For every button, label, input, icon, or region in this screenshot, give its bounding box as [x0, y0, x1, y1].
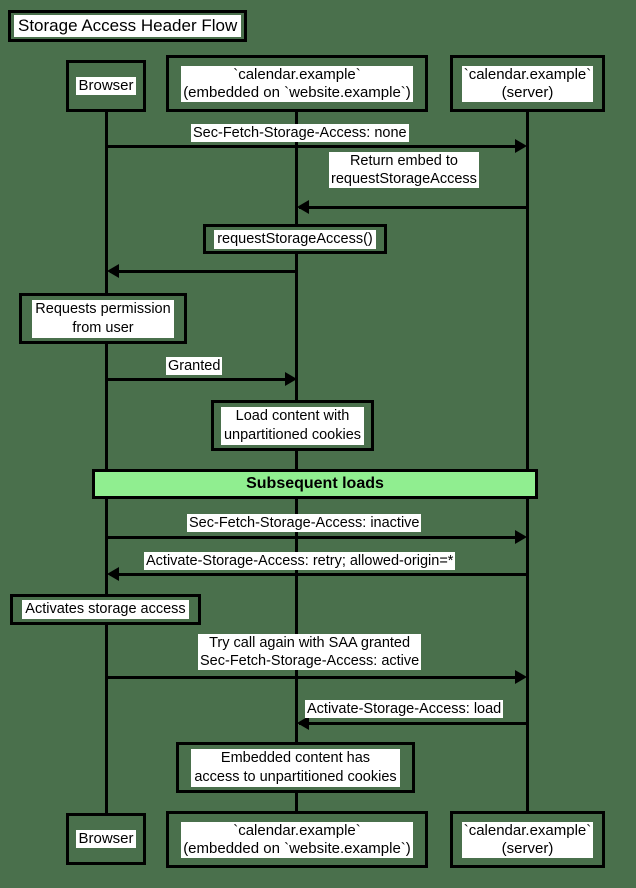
- note-embedded-content-access-label: Embedded content has access to unpartiti…: [191, 748, 400, 787]
- message-line-m2: [299, 206, 527, 209]
- note-load-content-label: Load content with unpartitioned cookies: [220, 406, 365, 445]
- note-requests-permission-label: Requests permission from user: [32, 299, 174, 338]
- message-line-m7: [106, 676, 521, 679]
- participant-browser-bottom[interactable]: Browser: [66, 813, 146, 865]
- participant-embed-top[interactable]: `calendar.example` (embedded on `website…: [166, 55, 428, 112]
- note-activates-storage-access-label: Activates storage access: [22, 600, 189, 619]
- note-embedded-content-access: Embedded content has access to unpartiti…: [176, 742, 415, 793]
- note-requests-permission: Requests permission from user: [19, 293, 187, 344]
- message-label-m2: Return embed to requestStorageAccess: [329, 152, 479, 188]
- participant-embed-bottom[interactable]: `calendar.example` (embedded on `website…: [166, 811, 428, 868]
- message-label-m6: Activate-Storage-Access: retry; allowed-…: [144, 552, 456, 570]
- participant-browser-bottom-label: Browser: [76, 830, 136, 848]
- message-arrowhead-m2: [297, 200, 309, 214]
- message-arrowhead-m3: [107, 264, 119, 278]
- message-line-m8: [299, 722, 527, 725]
- message-arrowhead-m1: [515, 139, 527, 153]
- participant-embed-top-label: `calendar.example` (embedded on `website…: [181, 65, 413, 102]
- lifeline-server: [526, 112, 529, 814]
- message-label-m3: requestStorageAccess(): [214, 229, 376, 249]
- message-label-box-m3: requestStorageAccess(): [203, 224, 387, 254]
- message-arrowhead-m6: [107, 567, 119, 581]
- participant-server-bottom[interactable]: `calendar.example` (server): [450, 811, 605, 868]
- message-line-m5: [106, 536, 521, 539]
- message-line-m3: [110, 270, 297, 273]
- participant-server-bottom-label: `calendar.example` (server): [461, 821, 594, 858]
- participant-server-top-label: `calendar.example` (server): [461, 65, 594, 102]
- message-label-m1: Sec-Fetch-Storage-Access: none: [191, 124, 409, 142]
- divider-subsequent-loads: Subsequent loads: [92, 469, 538, 499]
- message-line-m6: [110, 573, 527, 576]
- message-label-m4: Granted: [166, 357, 223, 375]
- lifeline-embed: [295, 112, 298, 814]
- message-label-m5: Sec-Fetch-Storage-Access: inactive: [187, 514, 422, 532]
- message-arrowhead-m7: [515, 670, 527, 684]
- participant-browser-top-label: Browser: [76, 77, 136, 95]
- note-activates-storage-access: Activates storage access: [10, 594, 201, 625]
- note-load-content: Load content with unpartitioned cookies: [211, 400, 374, 451]
- message-line-m1: [106, 145, 521, 148]
- diagram-title: Storage Access Header Flow: [14, 15, 242, 37]
- message-label-m8: Activate-Storage-Access: load: [305, 700, 504, 718]
- participant-embed-bottom-label: `calendar.example` (embedded on `website…: [181, 821, 413, 858]
- divider-subsequent-loads-label: Subsequent loads: [246, 475, 384, 492]
- message-arrowhead-m5: [515, 530, 527, 544]
- participant-server-top[interactable]: `calendar.example` (server): [450, 55, 605, 112]
- diagram-title-box: Storage Access Header Flow: [8, 10, 248, 42]
- message-arrowhead-m8: [297, 716, 309, 730]
- message-arrowhead-m4: [285, 372, 297, 386]
- lifeline-browser: [105, 112, 108, 814]
- message-line-m4: [106, 378, 287, 381]
- participant-browser-top[interactable]: Browser: [66, 60, 146, 112]
- message-label-m7: Try call again with SAA granted Sec-Fetc…: [198, 634, 422, 670]
